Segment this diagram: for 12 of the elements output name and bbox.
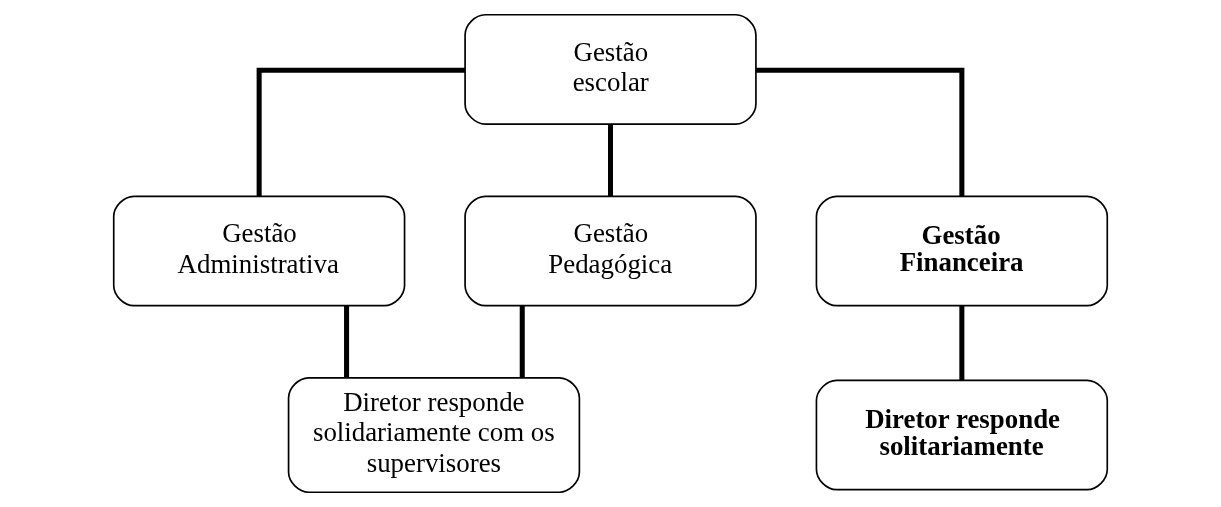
node-box: Gestão Pedagógica: [464, 195, 757, 307]
node-box: Gestão escolar: [464, 13, 757, 125]
node-box: Gestão Financeira: [815, 195, 1109, 307]
node-box: Diretor responde solidariamente com os supervisores: [287, 377, 581, 494]
connector: [959, 305, 965, 381]
connector: [256, 67, 466, 197]
connector: [344, 305, 350, 378]
connector: [755, 67, 965, 197]
connector: [519, 305, 525, 378]
node-box: Diretor responde solitariamente: [815, 379, 1109, 491]
node-box: Gestão Administrativa: [112, 195, 406, 307]
connector: [608, 124, 613, 197]
